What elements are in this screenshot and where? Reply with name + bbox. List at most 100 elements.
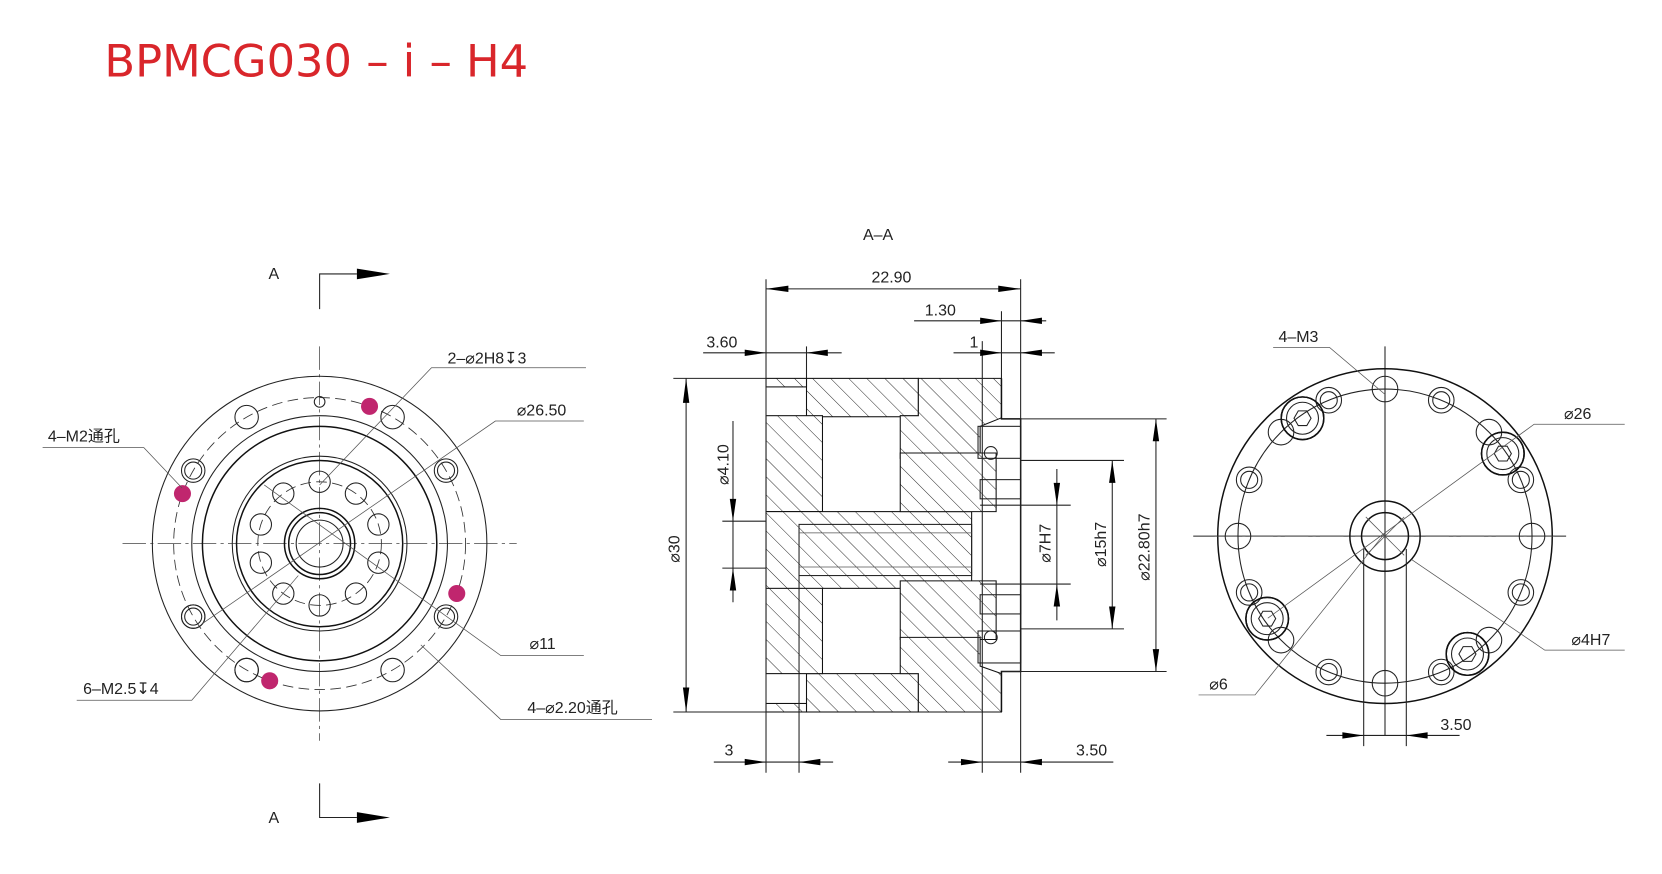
bolt-hole <box>1235 466 1263 494</box>
bolt-hole-inner <box>1319 662 1338 682</box>
cap-bottom <box>765 702 808 713</box>
arrow <box>1109 606 1116 629</box>
bolt-hole <box>1224 522 1252 550</box>
arrow <box>1342 732 1364 739</box>
inner-hole <box>344 482 368 505</box>
arrow <box>729 498 737 522</box>
arrow <box>682 687 690 712</box>
front-view: A A 2–⌀2H8↧3 ⌀26.50 4–M2通孔 ⌀11 6–M2.5↧4 … <box>42 266 653 827</box>
arrow <box>1152 649 1160 672</box>
label-bore: ⌀4H7 <box>1571 632 1610 649</box>
label-through-m2: 4–M2通孔 <box>48 427 120 445</box>
label-hub: ⌀6 <box>1209 677 1228 694</box>
arrow <box>1053 482 1061 506</box>
arrow <box>1152 418 1160 442</box>
bolt-hole-inner <box>1511 470 1530 489</box>
arrow <box>744 349 767 356</box>
flange-hole <box>180 604 206 629</box>
ball-upper <box>983 446 998 460</box>
arrow <box>682 378 690 403</box>
shaft-bore <box>798 523 973 577</box>
label-dowel: 2–⌀2H8↧3 <box>447 350 526 367</box>
leader-tapped <box>76 575 299 701</box>
arrow <box>1406 732 1428 739</box>
arrow <box>980 317 1002 325</box>
flange-hole <box>234 404 259 430</box>
shaft <box>295 519 344 568</box>
label-outer-dia: ⌀30 <box>667 535 684 563</box>
highlight-hole <box>261 672 279 690</box>
flange-hole <box>433 458 459 483</box>
arrow <box>960 758 983 766</box>
highlight-hole <box>361 397 379 415</box>
section-line-bottom <box>319 783 357 819</box>
highlight-hole <box>448 585 466 603</box>
arrow <box>998 285 1021 293</box>
section-title: A–A <box>863 227 894 244</box>
section-arrow-bottom <box>356 812 390 823</box>
rear-view: 4–M3 ⌀26 ⌀4H7 ⌀6 3.50 <box>1193 329 1625 747</box>
inner-pcd <box>257 481 382 606</box>
inner-hole <box>367 513 390 536</box>
inner-hole <box>272 482 295 505</box>
label-tapped: 6–M2.5↧4 <box>83 681 159 698</box>
leader-pcd <box>202 420 584 624</box>
bolt-hole <box>1427 386 1455 414</box>
leader-bore <box>263 484 584 656</box>
hex-socket-icon <box>1293 410 1312 427</box>
section-mark-bottom: A <box>268 810 279 827</box>
small-hole <box>313 395 326 408</box>
screw-counterbore <box>1480 431 1525 476</box>
label-pilot-dia: ⌀15h7 <box>1093 522 1110 567</box>
inner-hole <box>249 551 273 574</box>
flange-hole-inner <box>184 461 203 480</box>
bolt-hole <box>1518 522 1546 550</box>
ball-lower <box>983 630 998 645</box>
bolt-hole <box>1371 375 1399 403</box>
hub <box>283 507 356 580</box>
section-view: A–A <box>667 227 1167 773</box>
bolt-hole <box>1507 466 1535 494</box>
input-flange-top <box>765 415 824 513</box>
screw-counterbore <box>1445 631 1490 677</box>
output-ring-inner <box>235 459 404 628</box>
output-face <box>1000 378 1022 712</box>
hub-bore <box>1360 511 1410 561</box>
screw-head <box>1285 401 1320 435</box>
bolt-hole <box>1427 658 1455 686</box>
bolt-hole <box>1371 669 1399 697</box>
label-pcd: ⌀26 <box>1564 406 1591 423</box>
bolt-hole <box>1315 658 1343 686</box>
housing-ring <box>191 415 448 673</box>
bolt-hole-inner <box>1240 470 1259 489</box>
leader-dowel <box>319 367 586 486</box>
label-bore: ⌀11 <box>529 636 555 653</box>
section-mark-top: A <box>268 266 279 283</box>
section-arrow-top <box>356 268 390 280</box>
label-right-offset: 3.50 <box>1076 743 1107 760</box>
arrow <box>766 285 789 293</box>
label-face-step: 1 <box>970 334 979 351</box>
bolt-hole-inner <box>1432 391 1451 410</box>
flange-hole-inner <box>184 607 203 626</box>
screw-head <box>1250 602 1284 636</box>
arrow <box>1053 584 1061 607</box>
flange-hole-inner <box>436 461 456 480</box>
label-through-220: 4–⌀2.20通孔 <box>527 699 617 717</box>
flange-hole <box>234 657 259 683</box>
bolt-hole-inner <box>1511 583 1530 602</box>
label-left-step: 3.60 <box>706 334 737 351</box>
output-ring <box>231 455 408 632</box>
housing-ring-inner <box>201 425 438 662</box>
arrow <box>744 758 767 766</box>
arrow <box>1020 317 1042 325</box>
bolt-hole <box>1235 579 1263 606</box>
inner-hole <box>308 594 331 617</box>
leader-m2 <box>42 447 183 489</box>
label-shaft-dia: ⌀4.10 <box>716 444 733 485</box>
leader-hub <box>1198 532 1386 696</box>
arrow <box>1020 349 1042 356</box>
flange-pcd <box>173 397 466 691</box>
leader-bore <box>1411 559 1625 651</box>
